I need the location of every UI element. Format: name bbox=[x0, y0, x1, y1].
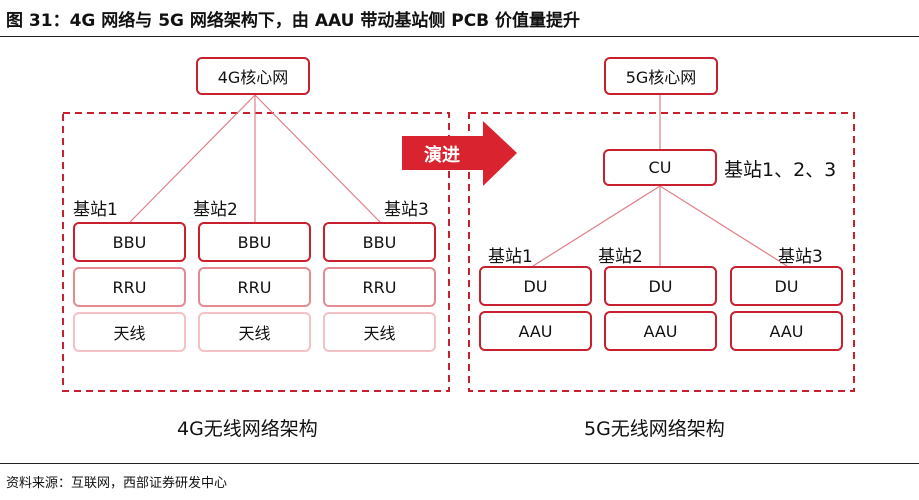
figure-title: 图 31：4G 网络与 5G 网络架构下，由 AAU 带动基站侧 PCB 价值量… bbox=[6, 11, 581, 31]
station-4g-label-1: 基站1 bbox=[73, 200, 118, 220]
station-4g-label-2: 基站2 bbox=[193, 200, 238, 220]
rru-label: RRU bbox=[237, 277, 272, 297]
du-label: DU bbox=[648, 276, 673, 296]
rru-label: RRU bbox=[362, 277, 397, 297]
station-5g-label-1: 基站1 bbox=[488, 247, 533, 267]
core-4g-box: 4G核心网 bbox=[196, 57, 310, 95]
aau-label: AAU bbox=[769, 321, 804, 341]
station-5g-label-3: 基站3 bbox=[778, 247, 823, 267]
bottom-rule bbox=[0, 463, 919, 464]
caption-4g: 4G无线网络架构 bbox=[177, 418, 318, 440]
right-region-frame bbox=[468, 112, 855, 392]
antenna-label: 天线 bbox=[363, 324, 396, 343]
rru-box-3: RRU bbox=[323, 267, 436, 307]
left-region-frame bbox=[62, 112, 450, 392]
core-5g-label: 5G核心网 bbox=[625, 68, 697, 87]
aau-box-1: AAU bbox=[479, 311, 592, 351]
du-label: DU bbox=[523, 276, 548, 296]
bbu-box-1: BBU bbox=[73, 222, 186, 262]
core-5g-box: 5G核心网 bbox=[604, 57, 718, 95]
du-box-2: DU bbox=[604, 266, 717, 306]
du-box-1: DU bbox=[479, 266, 592, 306]
du-label: DU bbox=[774, 276, 799, 296]
antenna-label: 天线 bbox=[238, 324, 271, 343]
aau-box-2: AAU bbox=[604, 311, 717, 351]
du-box-3: DU bbox=[730, 266, 843, 306]
bbu-box-3: BBU bbox=[323, 222, 436, 262]
station-4g-label-3: 基站3 bbox=[384, 200, 429, 220]
link-4g-core-station3 bbox=[254, 94, 381, 223]
station-5g-label-2: 基站2 bbox=[598, 247, 643, 267]
evolve-arrow bbox=[402, 121, 517, 186]
evolve-label: 演进 bbox=[424, 145, 460, 166]
antenna-box-1: 天线 bbox=[73, 312, 186, 352]
link-5g-cu-station1 bbox=[532, 185, 661, 267]
source-note: 资料来源：互联网，西部证券研发中心 bbox=[6, 476, 228, 491]
antenna-box-2: 天线 bbox=[198, 312, 311, 352]
cu-station-label: 基站1、2、3 bbox=[724, 159, 837, 181]
cu-box: CU bbox=[603, 149, 717, 186]
aau-label: AAU bbox=[518, 321, 553, 341]
link-5g-cu-station3 bbox=[659, 185, 788, 267]
bbu-box-2: BBU bbox=[198, 222, 311, 262]
rru-box-1: RRU bbox=[73, 267, 186, 307]
caption-5g: 5G无线网络架构 bbox=[584, 418, 725, 440]
bbu-label: BBU bbox=[362, 232, 397, 252]
aau-label: AAU bbox=[643, 321, 678, 341]
bbu-label: BBU bbox=[237, 232, 272, 252]
cu-label: CU bbox=[648, 158, 672, 177]
bbu-label: BBU bbox=[112, 232, 147, 252]
rru-box-2: RRU bbox=[198, 267, 311, 307]
antenna-box-3: 天线 bbox=[323, 312, 436, 352]
rru-label: RRU bbox=[112, 277, 147, 297]
aau-box-3: AAU bbox=[730, 311, 843, 351]
link-4g-core-station1 bbox=[129, 94, 256, 223]
core-4g-label: 4G核心网 bbox=[217, 68, 289, 87]
antenna-label: 天线 bbox=[113, 324, 146, 343]
top-rule bbox=[0, 36, 919, 37]
